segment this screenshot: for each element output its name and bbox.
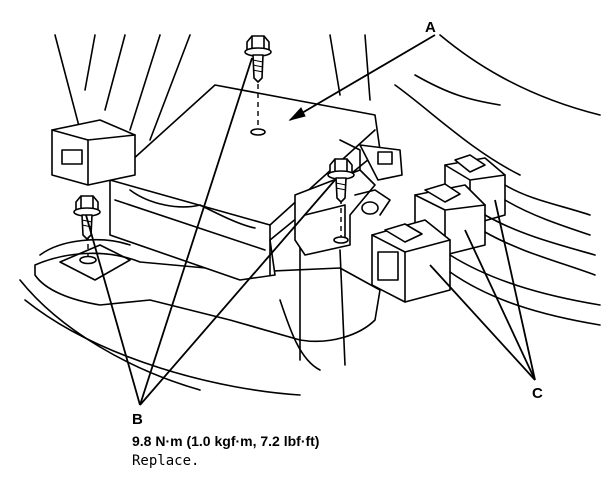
bolt-top-icon — [244, 35, 272, 83]
background-trim — [19, 34, 601, 396]
wire-clip — [354, 189, 391, 216]
torque-spec: 9.8 N·m (1.0 kgf·m, 7.2 lbf·ft) — [132, 433, 319, 449]
connector-lower — [371, 219, 601, 326]
bolt-front-icon — [327, 158, 355, 203]
front-mount-hole — [333, 190, 349, 244]
top-mount-hole — [250, 75, 266, 136]
bolt-left-icon — [73, 195, 101, 240]
torque-note: Replace. — [132, 453, 199, 469]
callout-c: C — [532, 385, 543, 402]
left-mount-hole — [79, 235, 97, 265]
leader-lines — [85, 34, 536, 406]
callout-a: A — [425, 19, 436, 36]
callout-b: B — [132, 411, 143, 428]
srs-unit — [51, 84, 403, 281]
